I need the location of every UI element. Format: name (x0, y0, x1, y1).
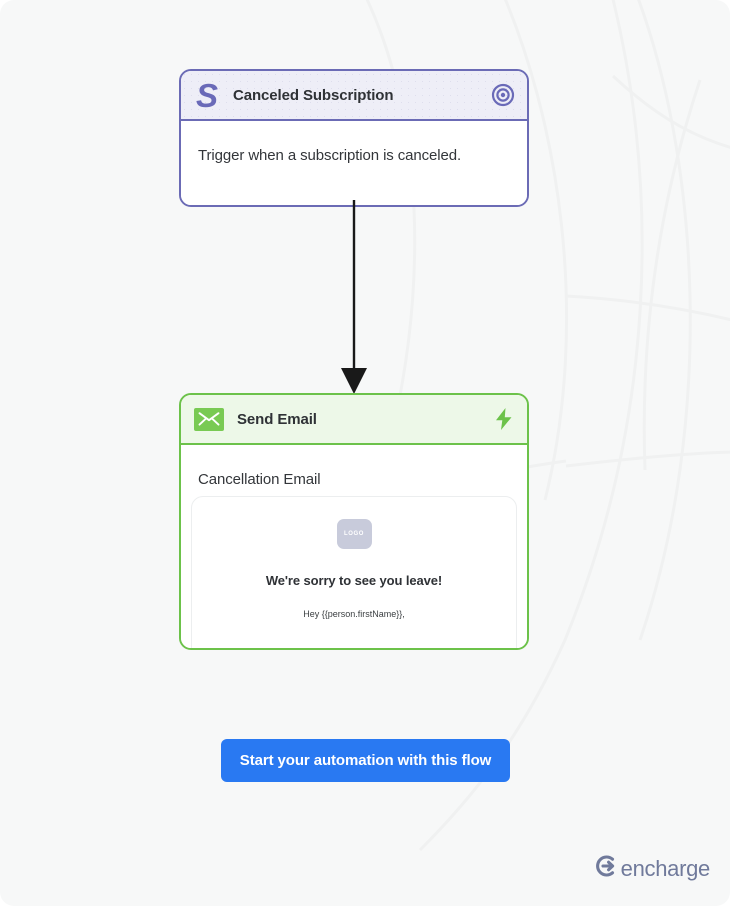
arrow-down-connector (341, 200, 367, 394)
trigger-node-canceled-subscription[interactable]: S Canceled Subscription Trigger when a s… (179, 69, 529, 207)
email-preview-heading: We're sorry to see you leave! (265, 573, 443, 588)
trigger-node-actions[interactable] (491, 83, 515, 107)
start-automation-button[interactable]: Start your automation with this flow (221, 739, 510, 782)
trigger-description: Trigger when a subscription is canceled. (198, 147, 462, 164)
lightning-bolt-icon[interactable] (493, 407, 515, 431)
email-name-label: Cancellation Email (198, 471, 321, 488)
target-icon[interactable] (491, 83, 515, 107)
encharge-wordmark: encharge (620, 855, 711, 881)
action-node-send-email[interactable]: Send Email Cancellation Email LOGO We're… (179, 393, 529, 650)
stripe-logo-icon: S (195, 76, 218, 114)
encharge-logo-icon (592, 853, 618, 884)
encharge-brand: encharge (592, 853, 710, 884)
trigger-node-title: Canceled Subscription (233, 86, 394, 104)
email-node-actions[interactable] (493, 407, 515, 431)
email-logo-placeholder: LOGO (336, 519, 372, 549)
email-node-header: Send Email (181, 395, 527, 445)
email-preview[interactable]: LOGO We're sorry to see you leave! Hey {… (191, 496, 517, 648)
email-preview-greeting: Hey {{person.firstName}}, (303, 609, 405, 619)
email-node-body: Cancellation Email LOGO We're sorry to s… (181, 445, 527, 648)
email-node-title: Send Email (237, 410, 317, 428)
envelope-icon (194, 407, 224, 431)
trigger-node-body: Trigger when a subscription is canceled. (181, 121, 527, 205)
trigger-node-header: S Canceled Subscription (181, 71, 527, 121)
